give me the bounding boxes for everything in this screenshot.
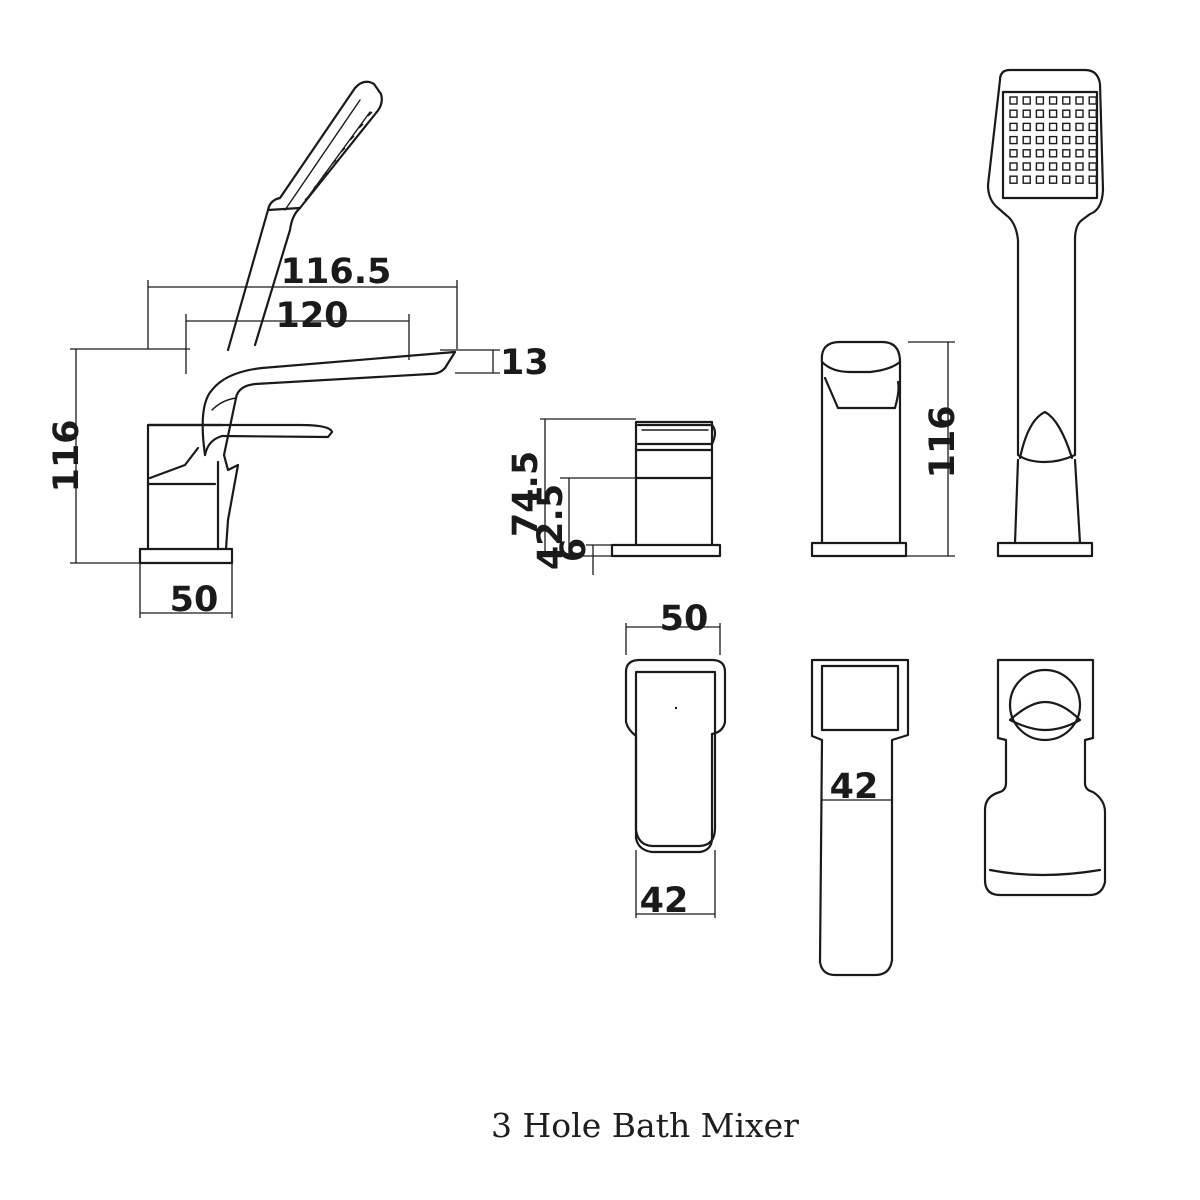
spray-nozzle [1062, 96, 1071, 105]
spray-nozzle [1022, 135, 1031, 145]
shower-front-elevation [986, 68, 1105, 558]
spray-nozzle [1075, 122, 1084, 132]
spray-nozzle [1022, 175, 1031, 184]
spray-nozzle [1035, 149, 1045, 158]
spray-nozzle [1075, 109, 1084, 118]
dim-valve-base: 6 [554, 538, 594, 562]
spray-nozzle [1022, 122, 1031, 132]
dim-spout-inner: 120 [275, 296, 348, 336]
dim-top-spout: 42 [830, 767, 879, 807]
spray-face [1009, 96, 1097, 184]
spray-nozzle [1048, 135, 1058, 145]
spray-nozzle [1075, 96, 1084, 105]
spray-nozzle [1048, 149, 1058, 158]
spray-nozzle [1075, 175, 1084, 184]
dim-top-width: 50 [660, 599, 709, 639]
spray-nozzle [1088, 135, 1097, 145]
plan-shower [983, 658, 1107, 897]
spray-nozzle [1022, 109, 1031, 118]
spray-nozzle [1088, 162, 1097, 171]
spray-nozzle [1062, 149, 1071, 158]
spray-nozzle [1088, 149, 1097, 158]
spray-nozzle [1088, 175, 1097, 184]
spray-nozzle [1035, 109, 1045, 118]
dim-front-height: 116 [923, 405, 963, 478]
spray-nozzle [1088, 122, 1097, 132]
spray-nozzle [1035, 135, 1045, 145]
spray-nozzle [1022, 162, 1031, 171]
spray-nozzle [1062, 122, 1071, 132]
spray-nozzle [1048, 175, 1058, 184]
spray-nozzle [1009, 122, 1018, 132]
spray-nozzle [1009, 135, 1018, 145]
spray-nozzle [1035, 175, 1045, 184]
spray-nozzle [1022, 149, 1031, 158]
spray-nozzle [1048, 109, 1058, 118]
spray-nozzle [1062, 175, 1071, 184]
plan-spout: 42 [810, 658, 910, 977]
side-elevation: 116.5 120 13 116 50 [47, 80, 549, 620]
spray-nozzle [1035, 96, 1045, 105]
spray-nozzle [1075, 135, 1084, 145]
drawing-caption: 3 Hole Bath Mixer [491, 1106, 799, 1145]
spray-nozzle [1048, 96, 1058, 105]
spray-nozzle [1088, 96, 1097, 105]
spray-nozzle [1062, 135, 1071, 145]
spray-nozzle [1048, 122, 1058, 132]
spray-nozzle [1062, 162, 1071, 171]
spray-nozzle [1009, 175, 1018, 184]
dim-side-height: 116 [47, 419, 87, 492]
spray-nozzle [1062, 109, 1071, 118]
spray-nozzle [1048, 162, 1058, 171]
spray-nozzle [1009, 149, 1018, 158]
spray-nozzle [1035, 122, 1045, 132]
front-elevation: 116 [810, 340, 963, 558]
dim-valve-body: 42.5 [531, 484, 571, 570]
plan-handle: 50 42 [624, 599, 727, 921]
dim-top-handle: 42 [640, 881, 689, 921]
dim-valve-height: 74.5 [506, 451, 546, 537]
spray-nozzle [1075, 162, 1084, 171]
spray-nozzle [1022, 96, 1031, 105]
spray-nozzle [1009, 96, 1018, 105]
spray-nozzle [1035, 162, 1045, 171]
spray-nozzle [1009, 162, 1018, 171]
spray-nozzle [1009, 109, 1018, 118]
dim-spout-reach: 116.5 [281, 252, 392, 292]
spray-nozzle [1088, 109, 1097, 118]
dim-side-base: 50 [170, 580, 219, 620]
valve-elevation: 74.5 42.5 6 [506, 418, 722, 575]
dim-spout-tip: 13 [500, 343, 549, 383]
spray-nozzle [1075, 149, 1084, 158]
